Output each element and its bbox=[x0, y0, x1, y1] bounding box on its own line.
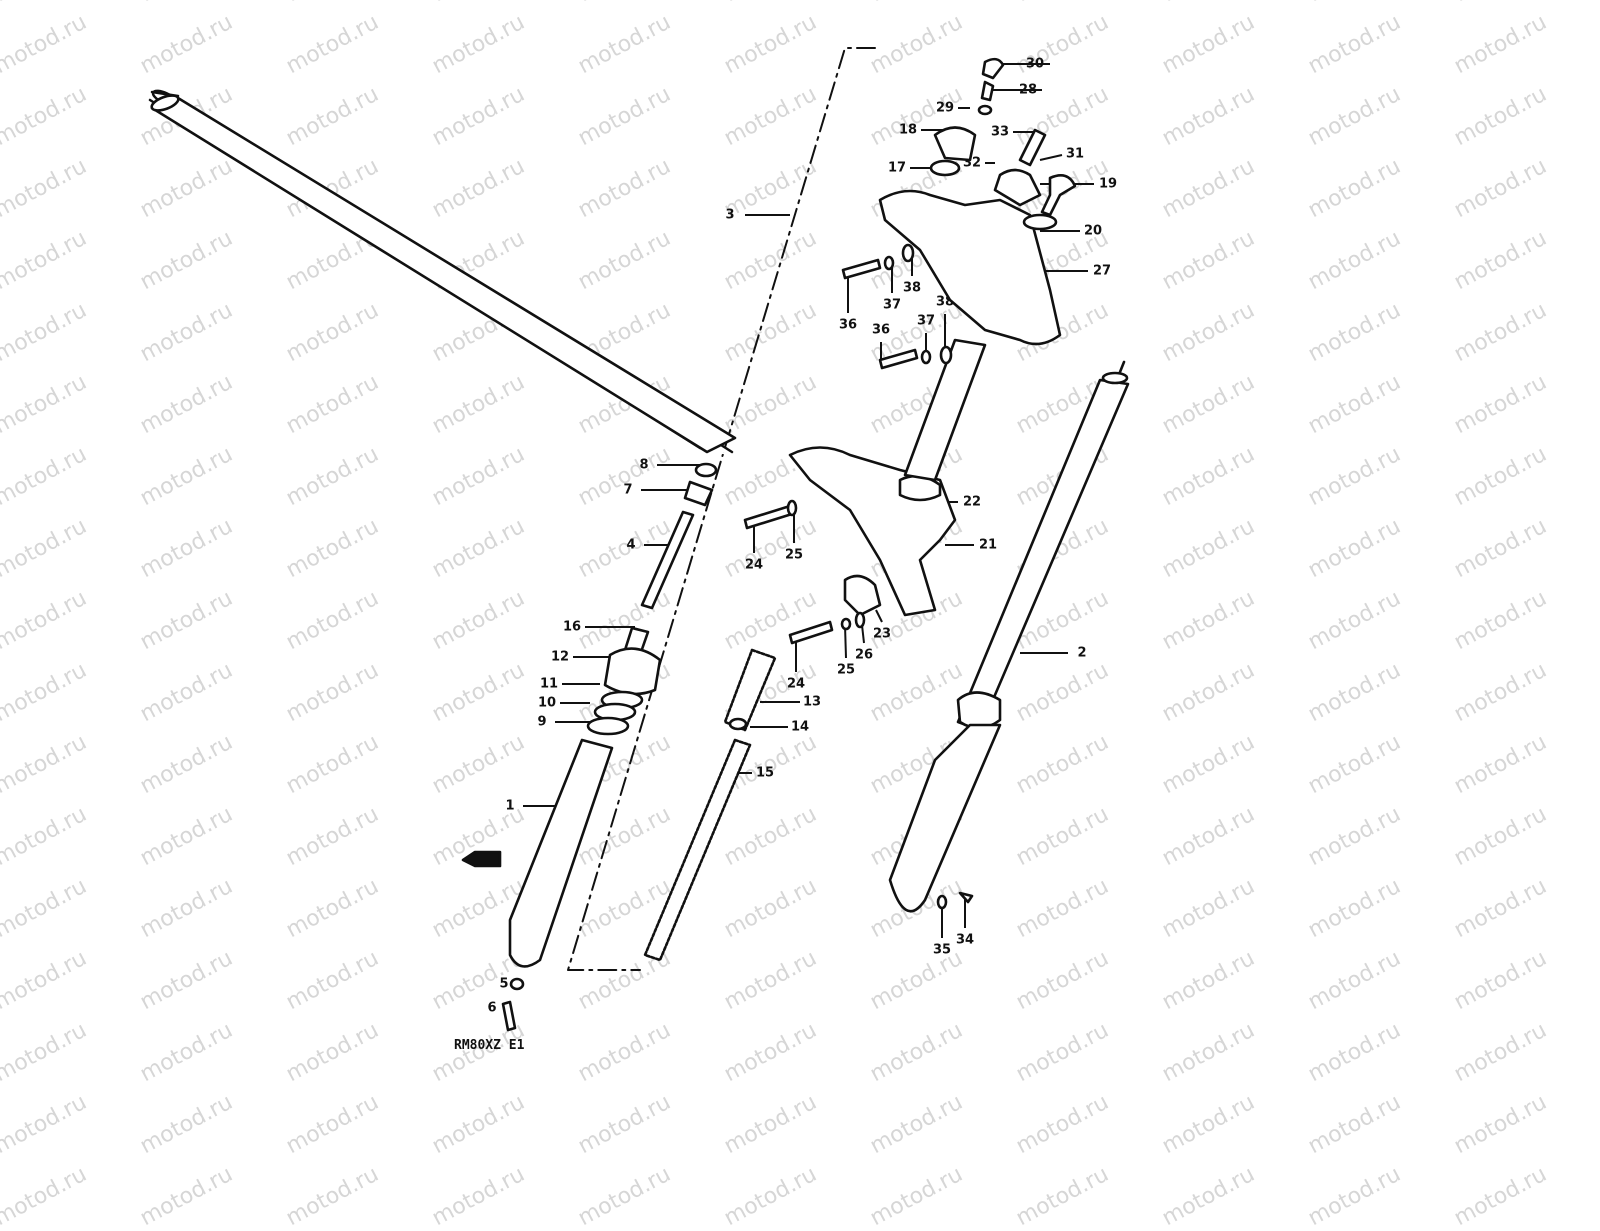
part-callout-1: 1 bbox=[505, 798, 515, 814]
part-callout-26: 26 bbox=[854, 647, 874, 663]
part-callout-38: 38 bbox=[902, 280, 922, 296]
part-callout-28: 28 bbox=[1018, 82, 1038, 98]
part-callout-24: 24 bbox=[744, 557, 764, 573]
watermark-text: motod.ru bbox=[1596, 441, 1600, 512]
part-callout-27: 27 bbox=[1092, 263, 1112, 279]
part-callout-13: 13 bbox=[802, 694, 822, 710]
part-callout-17: 17 bbox=[887, 160, 907, 176]
part-callout-20: 20 bbox=[1083, 223, 1103, 239]
part-callout-16: 16 bbox=[562, 619, 582, 635]
part-callout-9: 9 bbox=[537, 714, 547, 730]
watermark-text: motod.ru bbox=[1596, 945, 1600, 1016]
watermark-text: motod.ru bbox=[1596, 729, 1600, 800]
part-callout-33: 33 bbox=[990, 124, 1010, 140]
part-callout-14: 14 bbox=[790, 719, 810, 735]
watermark-text: motod.ru bbox=[1596, 81, 1600, 152]
part-callout-25: 25 bbox=[784, 547, 804, 563]
part-callout-10: 10 bbox=[537, 695, 557, 711]
part-callout-25: 25 bbox=[836, 662, 856, 678]
watermark-text: motod.ru bbox=[1596, 0, 1600, 7]
part-callout-19: 19 bbox=[1098, 176, 1118, 192]
part-callout-11: 11 bbox=[539, 676, 559, 692]
leader-lines bbox=[505, 63, 1094, 1009]
part-callout-37: 37 bbox=[882, 297, 902, 313]
part-callout-32: 32 bbox=[962, 155, 982, 171]
fork-art-visible bbox=[150, 94, 737, 454]
part-callout-18: 18 bbox=[898, 122, 918, 138]
part-callout-23: 23 bbox=[872, 626, 892, 642]
part-callout-36: 36 bbox=[871, 322, 891, 338]
part-callout-36: 36 bbox=[838, 317, 858, 333]
watermark-text: motod.ru bbox=[1596, 9, 1600, 80]
watermark-text: motod.ru bbox=[1596, 1017, 1600, 1088]
model-code: RM80XZ E1 bbox=[454, 1038, 525, 1053]
part-callout-22: 22 bbox=[962, 494, 982, 510]
part-callout-21: 21 bbox=[978, 537, 998, 553]
guide-line bbox=[567, 47, 876, 971]
part-callout-35: 35 bbox=[932, 942, 952, 958]
leader-line bbox=[861, 624, 865, 644]
part-callout-3: 3 bbox=[725, 207, 735, 223]
part-callout-38: 38 bbox=[935, 294, 955, 310]
watermark-text: motod.ru bbox=[1596, 1089, 1600, 1160]
part-callout-4: 4 bbox=[626, 537, 636, 553]
part-callout-34: 34 bbox=[955, 932, 975, 948]
part-callout-2: 2 bbox=[1077, 645, 1087, 661]
watermark-text: motod.ru bbox=[1596, 297, 1600, 368]
watermark-text: motod.ru bbox=[1596, 225, 1600, 296]
tube-3-visual bbox=[150, 94, 737, 454]
leader-line bbox=[875, 609, 883, 623]
watermark-text: motod.ru bbox=[1596, 801, 1600, 872]
part-callout-7: 7 bbox=[623, 482, 633, 498]
part-callout-6: 6 bbox=[487, 1000, 497, 1016]
part-callout-37: 37 bbox=[916, 313, 936, 329]
part-callout-8: 8 bbox=[639, 457, 649, 473]
watermark-text: motod.ru bbox=[1596, 657, 1600, 728]
watermark-text: motod.ru bbox=[1596, 513, 1600, 584]
leader-line bbox=[844, 624, 847, 659]
watermark-text: motod.ru bbox=[1596, 369, 1600, 440]
watermark-text: motod.ru bbox=[1596, 153, 1600, 224]
part-callout-29: 29 bbox=[935, 100, 955, 116]
part-callout-31: 31 bbox=[1065, 146, 1085, 162]
leader-line bbox=[1039, 154, 1063, 161]
watermark-text: motod.ru bbox=[1596, 585, 1600, 656]
watermark-text: motod.ru bbox=[1596, 873, 1600, 944]
watermark-text: motod.ru bbox=[1596, 1161, 1600, 1231]
part-callout-12: 12 bbox=[550, 649, 570, 665]
part-callout-15: 15 bbox=[755, 765, 775, 781]
part-callout-30: 30 bbox=[1025, 56, 1045, 72]
part-callout-5: 5 bbox=[499, 976, 509, 992]
part-callout-24: 24 bbox=[786, 676, 806, 692]
